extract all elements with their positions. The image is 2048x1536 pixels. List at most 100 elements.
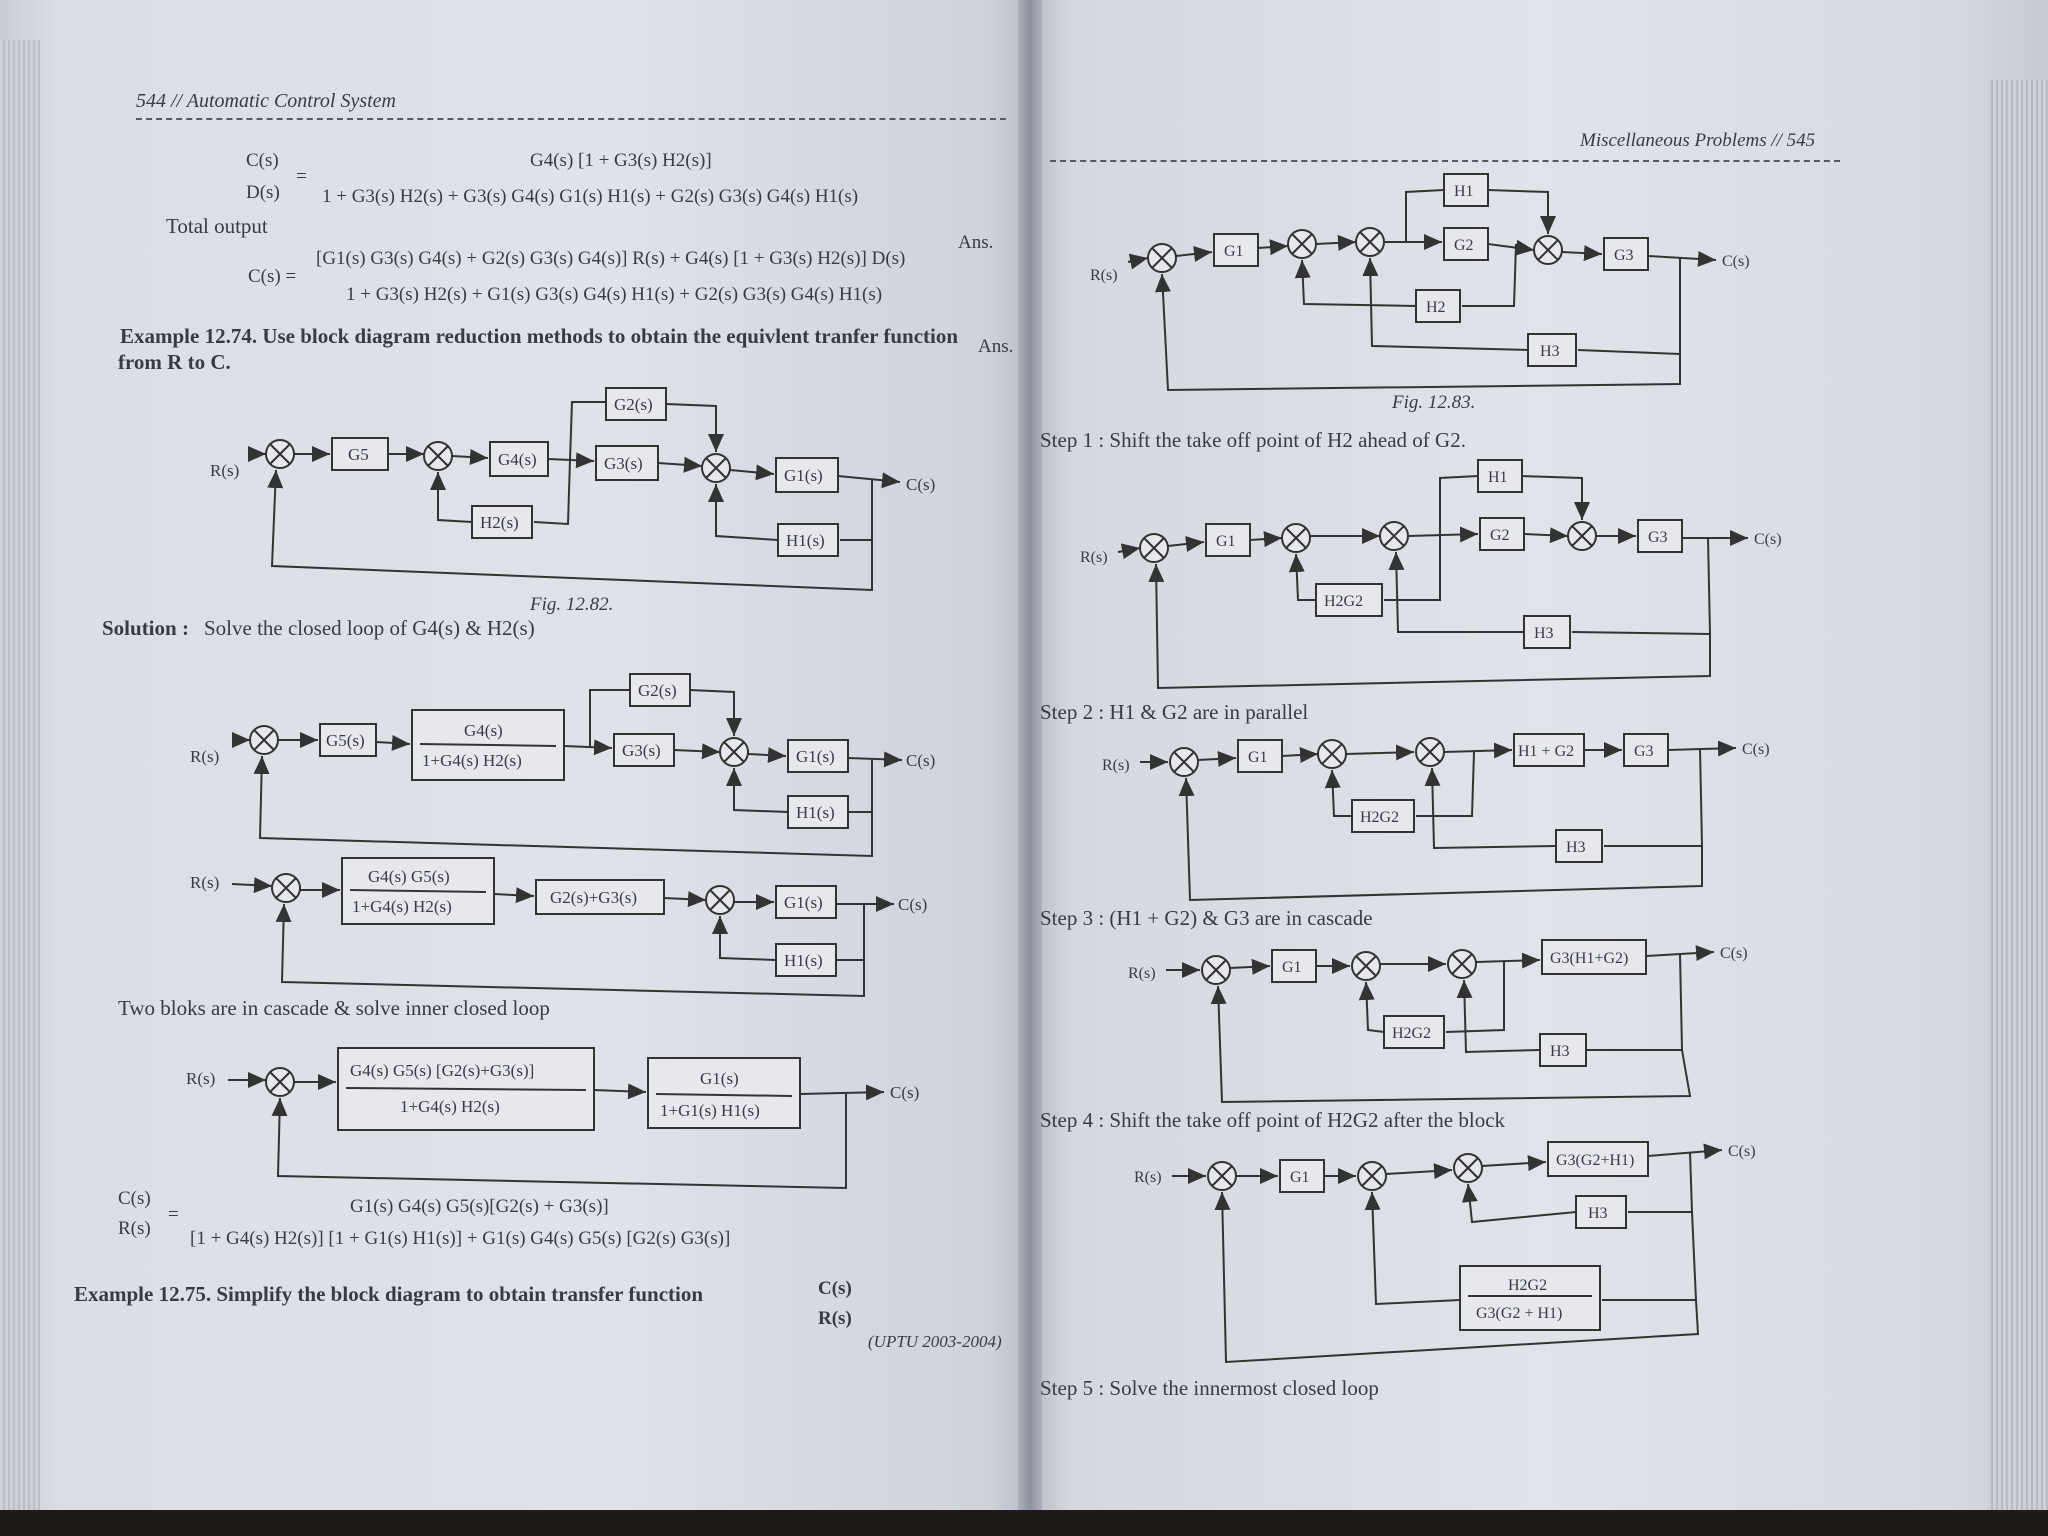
- eq1-denominator: 1 + G3(s) H2(s) + G3(s) G4(s) G1(s) H1(s…: [322, 186, 859, 207]
- block-g2-label: G2(s): [614, 395, 653, 414]
- fig83-input-label: R(s): [1090, 267, 1118, 284]
- example-75-frac-den: R(s): [818, 1308, 852, 1329]
- solution-label: Solution :: [102, 616, 189, 640]
- block-g2-plus-g3: [535, 879, 665, 915]
- stepB-g4g5-den: 1+G4(s) H2(s): [352, 897, 452, 916]
- stepA-g4-den: 1+G4(s) H2(s): [422, 751, 522, 770]
- eq2-denominator: 1 + G3(s) H2(s) + G1(s) G3(s) G4(s) H1(s…: [346, 284, 883, 305]
- stepB-input-label: R(s): [190, 873, 219, 892]
- block-g1: [1237, 739, 1283, 773]
- example-74-line1: Example 12.74. Use block diagram reducti…: [120, 324, 959, 348]
- block-g3: [1637, 519, 1683, 553]
- block-h2-label: H2(s): [480, 513, 519, 532]
- fig-12-83: R(s) G1 G2 G3 C(s) H1: [1090, 173, 1750, 392]
- block-g1: [775, 457, 839, 493]
- reduction-step-c: R(s) G4(s) G5(s) [G2(s)+G3(s)] 1+G4(s) H…: [186, 1047, 919, 1190]
- stepA-g3-label: G3(s): [622, 741, 661, 760]
- right-page-header: Miscellaneous Problems // 545: [1580, 130, 1816, 151]
- stepB-g4g5-num: G4(s) G5(s): [368, 867, 450, 886]
- block-g2: [1479, 517, 1525, 551]
- step1-g2-label: G2: [1490, 527, 1510, 544]
- step1-g1-label: G1: [1216, 533, 1236, 550]
- cascade-text: Two bloks are in cascade & solve inner c…: [118, 996, 550, 1020]
- stepA-g4-num: G4(s): [464, 721, 503, 740]
- step1-input-label: R(s): [1080, 549, 1108, 566]
- stepC-fb-den: 1+G1(s) H1(s): [660, 1101, 760, 1120]
- step2-input-label: R(s): [1102, 757, 1130, 774]
- stepA-g1-label: G1(s): [796, 747, 835, 766]
- stepC-fwd-num: G4(s) G5(s) [G2(s)+G3(s)]: [350, 1061, 534, 1080]
- fig-82-caption: Fig. 12.82.: [530, 594, 614, 615]
- reduction-step-b: R(s) G4(s) G5(s) 1+G4(s) H2(s) G2(s)+G3(…: [190, 857, 927, 998]
- left-page-edges: [0, 40, 40, 1536]
- left-header-rule: [136, 118, 1006, 120]
- eq1-equals: =: [296, 166, 307, 187]
- fig83-g3-label: G3: [1614, 247, 1634, 264]
- step4-text: Step 4 : Shift the take off point of H2G…: [1040, 1108, 1506, 1132]
- step4-h3-label: H3: [1588, 1205, 1608, 1222]
- stepC-fwd-den: 1+G4(s) H2(s): [400, 1097, 500, 1116]
- reduction-step-a: R(s) G5(s) G4(s) 1+G4(s) H2(s) G3(s) G1(…: [190, 673, 935, 858]
- final-equals: =: [168, 1204, 179, 1225]
- fig83-output-label: C(s): [1722, 253, 1750, 270]
- table-shadow: [0, 1510, 2048, 1536]
- fig82-output-label: C(s): [906, 475, 935, 494]
- block-h3: [1523, 615, 1571, 649]
- block-g3: [595, 445, 659, 481]
- step2-diagram: R(s) G1 H1 + G2 G3 C(s) H2G2: [1102, 733, 1770, 902]
- step2-text: Step 2 : H1 & G2 are in parallel: [1040, 700, 1309, 724]
- example-75: Example 12.75. Simplify the block diagra…: [74, 1282, 704, 1306]
- block-g3-h1g2: [1541, 939, 1647, 975]
- step1-h1-label: H1: [1488, 469, 1508, 486]
- block-h3: [1539, 1033, 1587, 1067]
- fig83-g2-label: G2: [1454, 237, 1474, 254]
- eq1-lhs-den: D(s): [246, 182, 280, 203]
- fig-12-82: R(s) G5 G4(s) G3(s) G1(s) C(s): [210, 387, 935, 592]
- block-g2: [629, 673, 691, 707]
- step2-h2g2-label: H2G2: [1360, 809, 1399, 826]
- stepA-g5-label: G5(s): [326, 731, 365, 750]
- block-h3: [1575, 1195, 1627, 1229]
- step1-h3-label: H3: [1534, 625, 1554, 642]
- block-h1: [787, 795, 849, 829]
- stepB-g2g3-label: G2(s)+G3(s): [550, 888, 637, 907]
- block-g3: [1603, 237, 1649, 271]
- step2-g1-label: G1: [1248, 749, 1268, 766]
- stepA-g2-label: G2(s): [638, 681, 677, 700]
- block-g1-label: G1(s): [784, 466, 823, 485]
- fig83-g1-label: G1: [1224, 243, 1244, 260]
- step4-input-label: R(s): [1134, 1169, 1162, 1186]
- block-h2g2: [1383, 1015, 1445, 1049]
- eq1-numerator: G4(s) [1 + G3(s) H2(s)]: [530, 150, 712, 171]
- step4-g1-label: G1: [1290, 1169, 1310, 1186]
- block-g5: [319, 723, 377, 757]
- fig83-h3-label: H3: [1540, 343, 1560, 360]
- final-numerator: G1(s) G4(s) G5(s)[G2(s) + G3(s)]: [350, 1196, 609, 1217]
- step2-h1g2-label: H1 + G2: [1518, 743, 1574, 760]
- left-page-header: 544 // Automatic Control System: [136, 90, 396, 112]
- step4-frac-num: H2G2: [1508, 1277, 1547, 1294]
- block-feedback-closed: [647, 1057, 801, 1129]
- block-h1: [1477, 459, 1523, 493]
- block-h2g2-over-g3: [1459, 1265, 1601, 1331]
- fig-83-caption: Fig. 12.83.: [1392, 392, 1476, 413]
- block-h2g2: [1315, 583, 1383, 617]
- final-lhs-den: R(s): [118, 1218, 151, 1239]
- block-g1: [1271, 949, 1317, 983]
- step3-output-label: C(s): [1720, 945, 1748, 962]
- step4-frac-den: G3(G2 + H1): [1476, 1305, 1562, 1322]
- stepC-output-label: C(s): [890, 1083, 919, 1102]
- eq1-ans: Ans.: [958, 232, 994, 253]
- block-h1: [1443, 173, 1489, 207]
- step4-output-label: C(s): [1728, 1143, 1756, 1160]
- fig83-h2-label: H2: [1426, 299, 1446, 316]
- stepC-fb-num: G1(s): [700, 1069, 739, 1088]
- stepA-output-label: C(s): [906, 751, 935, 770]
- total-output-label: Total output: [166, 214, 268, 238]
- step1-output-label: C(s): [1754, 531, 1782, 548]
- block-h1: [775, 943, 837, 977]
- solution-text: Solve the closed loop of G4(s) & H2(s): [204, 616, 535, 640]
- block-h3: [1527, 333, 1577, 367]
